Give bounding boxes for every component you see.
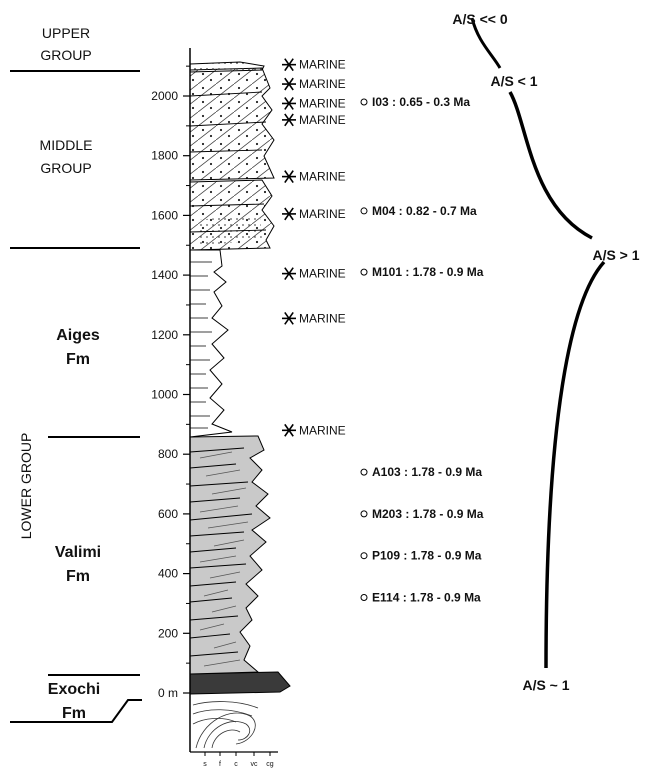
marine-asterisk-icon: [284, 170, 294, 184]
valimi-grey-units: [189, 435, 271, 675]
sample-age-label: M101 : 1.78 - 0.9 Ma: [372, 265, 484, 279]
as-label-near-one: A/S ~ 1: [522, 677, 569, 693]
middle-group-label-2: GROUP: [40, 160, 91, 176]
as-curve-lower: [544, 260, 606, 669]
sample-age-label: A103 : 1.78 - 0.9 Ma: [372, 465, 482, 479]
aiges-fm-label-1: Aiges: [56, 327, 100, 344]
upper-group-label-1: UPPER: [42, 25, 90, 41]
grain-size-label: s: [203, 761, 207, 768]
sample-age-label: P109 : 1.78 - 0.9 Ma: [372, 549, 482, 563]
marine-asterisk-icon: [284, 267, 294, 281]
marine-asterisk-icon: [284, 423, 294, 437]
lower-group-label: LOWER GROUP: [18, 433, 34, 540]
sample-age-label: M203 : 1.78 - 0.9 Ma: [372, 507, 484, 521]
sample-circle-icon: [360, 268, 368, 276]
as-label-negative: A/S << 0: [452, 11, 507, 27]
marine-label: MARINE: [299, 113, 346, 127]
grain-size-label: f: [219, 761, 221, 768]
sample-age-label: M04 : 0.82 - 0.7 Ma: [372, 204, 477, 218]
valimi-fm-label-1: Valimi: [55, 544, 101, 561]
marine-label: MARINE: [299, 423, 346, 437]
valimi-fm-label-2: Fm: [66, 568, 90, 585]
as-label-greater-than-one: A/S > 1: [592, 247, 639, 263]
as-curve-upper: [470, 17, 502, 69]
marine-asterisk-icon: [284, 97, 294, 110]
marine-marker: MARINE: [282, 267, 346, 281]
depth-tick-label: 1200: [151, 328, 178, 342]
marine-asterisk-icon: [284, 311, 294, 325]
marine-markers: MARINE MARINE MARINE MARINE MARINE MARINE MARI…: [282, 58, 346, 437]
depth-tick-label: 1000: [151, 388, 178, 402]
marine-marker: MARINE: [282, 58, 346, 72]
marine-label: MARINE: [299, 58, 346, 72]
exochi-dark-unit: [189, 671, 291, 695]
marine-marker: MARINE: [282, 423, 346, 437]
sample-circle-icon: [360, 552, 368, 560]
sample-ages: I03 : 0.65 - 0.3 Ma M04 : 0.82 - 0.7 Ma M1…: [360, 95, 484, 604]
marine-marker: MARINE: [282, 207, 346, 221]
depth-tick-label: 1400: [151, 268, 178, 282]
depth-axis-ticks: 0 m 200 400 600 800 1000 1200 1400 1600 1800 2000: [151, 65, 190, 700]
depth-tick-label: 0 m: [158, 686, 178, 700]
exochi-fm-label-2: Fm: [62, 705, 86, 722]
marine-marker: MARINE: [282, 77, 346, 91]
depth-tick-label: 1800: [151, 149, 178, 163]
marine-marker: MARINE: [282, 311, 346, 325]
marine-label: MARINE: [299, 207, 346, 221]
grain-size-label: vc: [251, 761, 259, 768]
marine-label: MARINE: [299, 267, 346, 281]
depth-tick-label: 2000: [151, 89, 178, 103]
depth-tick-label: 400: [158, 567, 178, 581]
as-curve-middle: [508, 91, 593, 240]
marine-asterisk-icon: [284, 58, 294, 72]
exochi-fm-label-1: Exochi: [48, 681, 100, 698]
grain-size-label: cg: [266, 761, 274, 768]
middle-group-conglomerates: [189, 67, 275, 251]
basement-boundary: [10, 699, 142, 723]
sample-age-label: I03 : 0.65 - 0.3 Ma: [372, 95, 470, 109]
sample-circle-icon: [360, 593, 368, 601]
upper-group-label-2: GROUP: [40, 47, 91, 63]
upper-group-top-unit: [189, 61, 265, 73]
marine-asterisk-icon: [284, 113, 294, 127]
marine-label: MARINE: [299, 170, 346, 184]
basement-folded-strata: [190, 692, 262, 752]
sample-circle-icon: [360, 207, 368, 215]
marine-asterisk-icon: [284, 207, 294, 221]
grain-size-label: c: [234, 761, 238, 768]
sample-age-label: E114 : 1.78 - 0.9 Ma: [372, 590, 481, 604]
as-label-less-than-one: A/S < 1: [490, 73, 537, 89]
depth-tick-label: 1600: [151, 208, 178, 222]
aiges-thin-beds: [189, 249, 233, 438]
marine-label: MARINE: [299, 96, 346, 110]
depth-tick-label: 200: [158, 626, 178, 640]
marine-marker: MARINE: [282, 113, 346, 127]
sample-circle-icon: [360, 468, 368, 476]
depth-tick-label: 800: [158, 447, 178, 461]
sample-circle-icon: [360, 510, 368, 518]
marine-label: MARINE: [299, 77, 346, 91]
middle-group-label-1: MIDDLE: [40, 137, 93, 153]
marine-asterisk-icon: [284, 77, 294, 91]
depth-tick-label: 600: [158, 507, 178, 521]
aiges-fm-label-2: Fm: [66, 351, 90, 368]
marine-marker: MARINE: [282, 170, 346, 184]
sample-circle-icon: [360, 98, 368, 106]
marine-label: MARINE: [299, 311, 346, 325]
marine-marker: MARINE: [282, 96, 346, 110]
